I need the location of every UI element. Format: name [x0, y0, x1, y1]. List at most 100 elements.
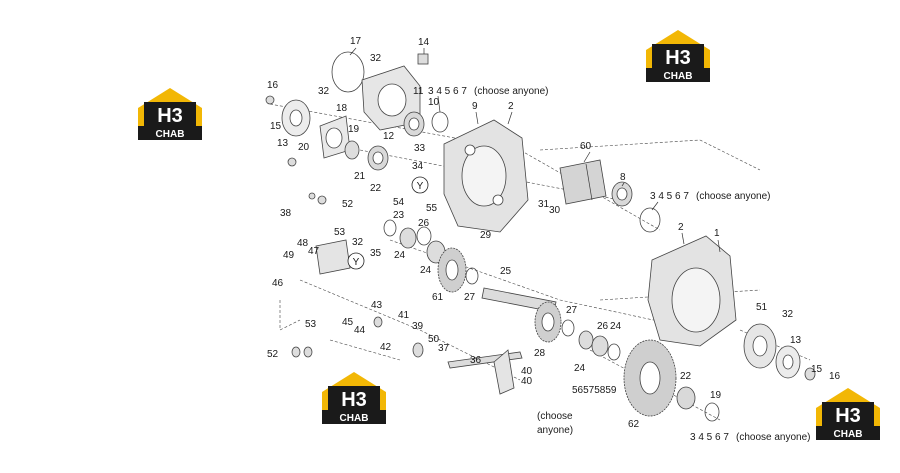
bearing-22b	[676, 386, 696, 410]
note-choose-d: (choose anyone)	[736, 432, 811, 443]
label-53: 53	[305, 319, 317, 330]
bearing-8	[611, 181, 633, 207]
label-13: 13	[277, 138, 289, 149]
label-18: 18	[336, 103, 348, 114]
label-15: 15	[270, 121, 282, 132]
label-12: 12	[383, 131, 395, 142]
leader-lines	[349, 47, 721, 253]
logo-word: CHAB	[156, 129, 185, 140]
label-38: 38	[280, 208, 292, 219]
label-54: 54	[393, 197, 405, 208]
label-44: 44	[354, 325, 366, 336]
label-40: 40	[521, 366, 533, 377]
note-seq-c: 56575859	[572, 385, 617, 396]
flange-51	[743, 323, 777, 369]
logo-word: CHAB	[834, 429, 863, 440]
note-choose-c-line2: anyone)	[537, 425, 573, 436]
label-60: 60	[580, 141, 592, 152]
label-9: 9	[472, 101, 478, 112]
label-41: 41	[398, 310, 410, 321]
label-24: 24	[610, 321, 622, 332]
label-16: 16	[829, 371, 841, 382]
label-46: 46	[272, 278, 284, 289]
label-36: 36	[470, 355, 482, 366]
small-parts	[265, 95, 424, 358]
gear-61	[437, 247, 467, 293]
breather-14	[417, 53, 429, 65]
logo-mark: H3	[341, 389, 367, 411]
svg-text:Y: Y	[353, 257, 360, 268]
label-39: 39	[412, 321, 424, 332]
rings-24-26	[578, 330, 621, 361]
label-53: 53	[334, 227, 346, 238]
label-40: 40	[521, 376, 533, 387]
valve-block-47	[315, 239, 351, 275]
logo-word: CHAB	[340, 413, 369, 424]
label-48: 48	[297, 238, 309, 249]
shim-choose	[431, 111, 449, 133]
logo-word: CHAB	[664, 71, 693, 82]
flange-15	[281, 99, 311, 137]
main-housing-9	[443, 119, 529, 233]
brand-logo-bottom-right: H3 CHAB	[816, 388, 880, 440]
label-32: 32	[352, 237, 364, 248]
part-labels: 17 14 32 16 32 11 10 9 2 18 15 19 12 13 …	[267, 36, 841, 430]
label-30: 30	[549, 205, 561, 216]
logo-mark: H3	[157, 105, 183, 127]
label-13: 13	[790, 335, 802, 346]
label-45: 45	[342, 317, 354, 328]
brand-logo-left: H3 CHAB	[138, 88, 202, 140]
label-16: 16	[267, 80, 279, 91]
label-32: 32	[370, 53, 382, 64]
nut-15b-16b	[804, 367, 816, 381]
label-19: 19	[348, 124, 360, 135]
note-seq-d: 3 4 5 6 7	[690, 432, 729, 443]
label-14: 14	[418, 37, 430, 48]
label-29: 29	[480, 230, 492, 241]
ring-27b	[561, 319, 575, 337]
housing-1	[647, 235, 737, 347]
ring-shim-right	[639, 207, 661, 233]
label-55: 55	[426, 203, 438, 214]
label-21: 21	[354, 171, 366, 182]
logo-mark: H3	[665, 47, 691, 69]
label-61: 61	[432, 292, 444, 303]
ring-19b	[704, 402, 720, 422]
selection-notes: 3 4 5 6 7 (choose anyone) 3 4 5 6 7 (cho…	[428, 86, 811, 443]
label-62: 62	[628, 419, 640, 430]
label-37: 37	[438, 343, 450, 354]
bearing-10	[403, 111, 425, 137]
note-choose-b: (choose anyone)	[696, 191, 771, 202]
gasket-17	[331, 51, 365, 93]
label-23: 23	[393, 210, 405, 221]
flange-13b	[775, 345, 801, 379]
label-33: 33	[414, 143, 426, 154]
label-24: 24	[574, 363, 586, 374]
label-17: 17	[350, 36, 362, 47]
label-47: 47	[308, 246, 320, 257]
label-52: 52	[267, 349, 279, 360]
note-choose-c-line1: (choose	[537, 411, 573, 422]
label-22: 22	[680, 371, 692, 382]
label-1: 1	[714, 228, 720, 239]
label-49: 49	[283, 250, 295, 261]
label-2: 2	[678, 222, 684, 233]
shaft-60	[559, 159, 607, 205]
label-27: 27	[464, 292, 476, 303]
label-32: 32	[782, 309, 794, 320]
label-20: 20	[298, 142, 310, 153]
logo-mark: H3	[835, 405, 861, 427]
label-28: 28	[534, 348, 546, 359]
label-26: 26	[418, 218, 430, 229]
bearing-21	[367, 145, 389, 171]
brand-logo-top-right: H3 CHAB	[646, 30, 710, 82]
svg-text:Y: Y	[417, 181, 424, 192]
bearing-19a	[344, 140, 360, 160]
label-34: 34	[412, 161, 424, 172]
label-51: 51	[756, 302, 768, 313]
label-10: 10	[428, 97, 440, 108]
label-32: 32	[318, 86, 330, 97]
marker-y-upper: Y	[411, 176, 429, 194]
seal-18	[319, 115, 351, 159]
label-11: 11	[413, 86, 424, 97]
